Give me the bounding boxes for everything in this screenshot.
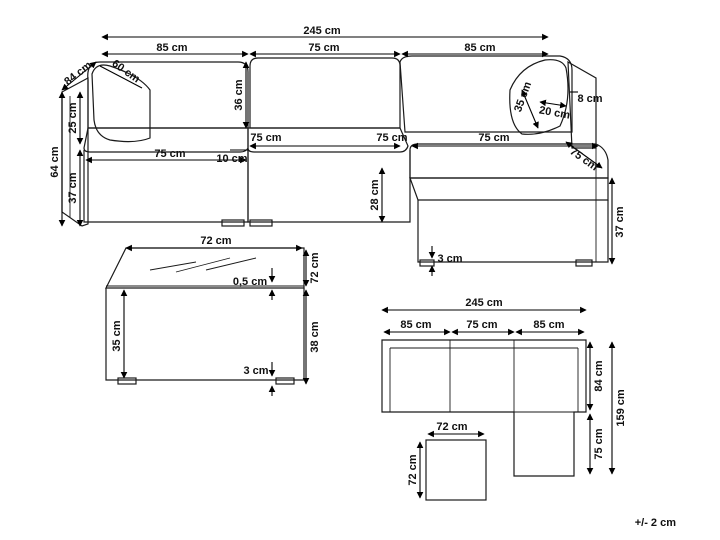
- left-pillow: [91, 64, 151, 143]
- ottoman-leg-label: 3 cm: [437, 253, 462, 265]
- middle-seat-cushion: [247, 127, 409, 153]
- ottoman-depth-label: 75 cm: [567, 146, 600, 174]
- table-glass-top: [105, 247, 305, 289]
- right-back-cushion: [399, 55, 573, 133]
- plan-table-width-label: 72 cm: [436, 421, 467, 433]
- total-height-label: 64 cm: [49, 146, 61, 177]
- plan-table-depth-label: 72 cm: [407, 454, 419, 485]
- plan-total-width-label: 245 cm: [465, 297, 503, 309]
- table-body: [105, 288, 305, 381]
- plan-table-outline: [425, 439, 487, 501]
- plan-view-drawing: 245 cm 85 cm 75 cm 85 cm 84 cm 159 cm 75…: [381, 297, 627, 501]
- table-height-label: 38 cm: [309, 321, 321, 352]
- table-body-height-label: 35 cm: [111, 320, 123, 351]
- pillow-height-label: 35 cm: [512, 80, 534, 114]
- back-cushion-height-label: 36 cm: [233, 79, 245, 110]
- middle-back-cushion: [249, 57, 401, 129]
- ottoman-width-label: 75 cm: [478, 132, 509, 144]
- sofa-dimensions: 245 cm 85 cm 75 cm 85 cm 84 cm 60 cm 36 …: [49, 25, 626, 276]
- tolerance-note: +/- 2 cm: [635, 517, 676, 529]
- seat-width-left-label: 75 cm: [154, 148, 185, 160]
- right-pillow: [509, 59, 569, 135]
- table-width-label: 72 cm: [200, 235, 231, 247]
- plan-left-label: 85 cm: [400, 319, 431, 331]
- armrest-width-label: 10 cm: [216, 153, 247, 165]
- ottoman-base: [417, 200, 609, 263]
- left-module-width-label: 85 cm: [156, 42, 187, 54]
- plan-ottoman-depth-label: 75 cm: [593, 428, 605, 459]
- seat-width-mid-left-label: 75 cm: [250, 132, 281, 144]
- total-width-label: 245 cm: [303, 25, 341, 37]
- ottoman-cushion-height-label: 28 cm: [369, 179, 381, 210]
- table-depth-label: 72 cm: [309, 252, 321, 283]
- table-leg-label: 3 cm: [243, 365, 268, 377]
- plan-depth-label: 84 cm: [593, 360, 605, 391]
- sectional-sofa-drawing: [61, 55, 609, 267]
- back-height-label: 25 cm: [67, 102, 79, 133]
- right-module-width-label: 85 cm: [464, 42, 495, 54]
- seat-width-mid-right-label: 75 cm: [376, 132, 407, 144]
- coffee-table-drawing: 72 cm 72 cm 0,5 cm 35 cm 38 cm 3 cm: [105, 235, 321, 396]
- seat-height-label: 37 cm: [67, 172, 79, 203]
- glass-thickness-label: 0,5 cm: [233, 276, 267, 288]
- sofa-base-middle: [247, 150, 411, 223]
- plan-middle-label: 75 cm: [466, 319, 497, 331]
- plan-total-depth-label: 159 cm: [615, 389, 627, 427]
- pillow-thickness-label: 8 cm: [577, 93, 602, 105]
- pillow-width-label: 20 cm: [538, 104, 571, 121]
- plan-sofa-outline: [381, 339, 587, 477]
- ottoman-height-label: 37 cm: [614, 206, 626, 237]
- middle-module-width-label: 75 cm: [308, 42, 339, 54]
- plan-right-label: 85 cm: [533, 319, 564, 331]
